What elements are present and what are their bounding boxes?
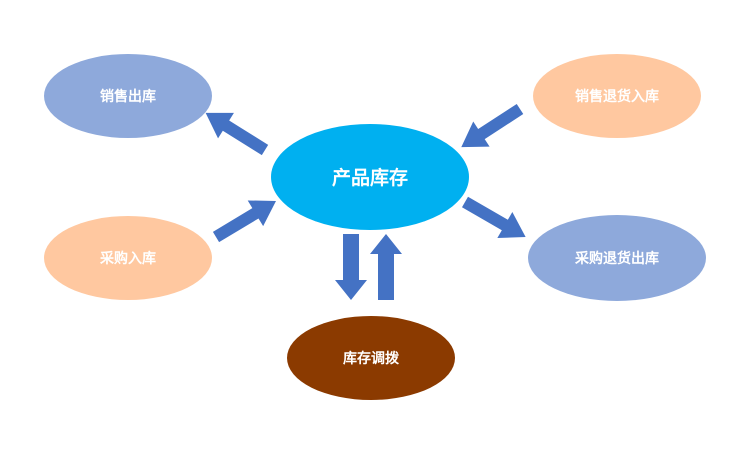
node-transfer-shape bbox=[287, 316, 455, 400]
node-center-shape bbox=[271, 124, 469, 230]
node-purchase-return-out-label: 采购退货出库 bbox=[574, 250, 659, 267]
node-center-label: 产品库存 bbox=[332, 166, 408, 189]
arrow-from-sales-return-in bbox=[461, 103, 524, 148]
node-sales-out-shape bbox=[44, 54, 212, 138]
arrow-from-transfer bbox=[370, 234, 402, 300]
node-sales-return-in: 销售退货入库 bbox=[533, 54, 701, 138]
node-sales-out-label: 销售出库 bbox=[100, 88, 156, 105]
node-center: 产品库存 bbox=[271, 124, 469, 230]
node-purchase-return-out-shape bbox=[528, 215, 706, 301]
node-purchase-in-label: 采购入库 bbox=[99, 250, 156, 267]
node-sales-return-in-shape bbox=[533, 54, 701, 138]
arrow-from-purchase-in bbox=[212, 200, 277, 243]
node-purchase-in: 采购入库 bbox=[44, 216, 212, 300]
node-purchase-in-shape bbox=[44, 216, 212, 300]
arrow-to-transfer bbox=[335, 234, 367, 300]
node-sales-out: 销售出库 bbox=[44, 54, 212, 138]
node-transfer-label: 库存调拨 bbox=[343, 350, 400, 367]
node-sales-return-in-label: 销售退货入库 bbox=[575, 88, 659, 105]
arrow-to-sales-out bbox=[205, 112, 269, 156]
node-purchase-return-out: 采购退货出库 bbox=[528, 215, 706, 301]
node-transfer: 库存调拨 bbox=[287, 316, 455, 400]
arrow-to-purchase-return-out bbox=[462, 196, 526, 238]
